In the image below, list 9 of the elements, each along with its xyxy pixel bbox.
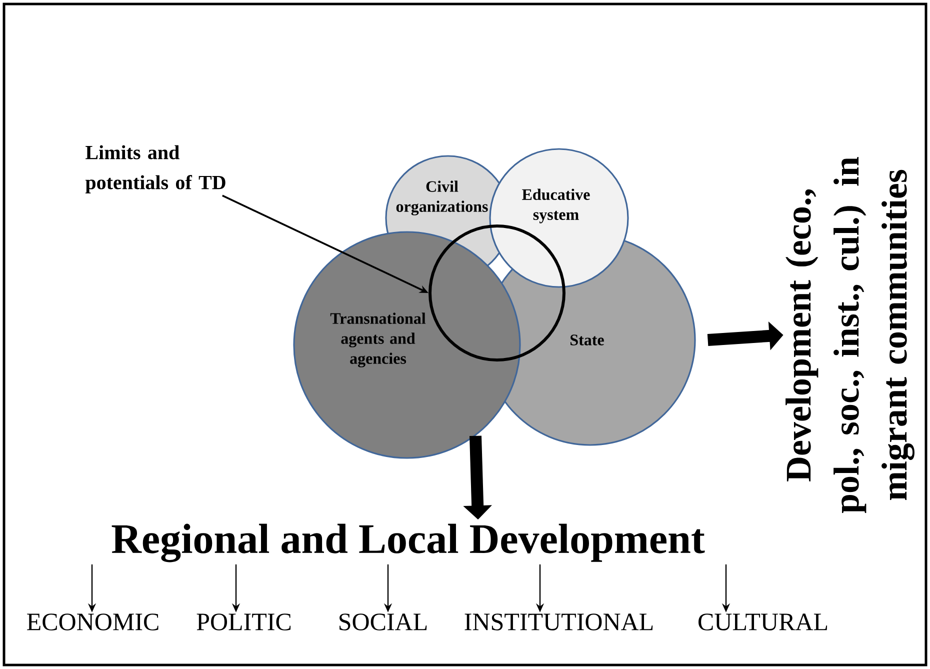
category-label: POLITIC [196,614,291,630]
vertical-heading: Development (eco., pol., soc., inst., cul.) in migrant communities [786,157,914,514]
heading: Regional and Local Development [112,524,705,562]
category-label: INSTITUTIONAL [464,614,653,630]
category-label: SOCIAL [340,614,427,630]
category-label: ECONOMIC [27,614,158,630]
callout-text: Limits and potentials of TD [85,145,226,194]
category-label: CULTURAL [698,614,828,630]
highlight-ring [428,224,566,362]
